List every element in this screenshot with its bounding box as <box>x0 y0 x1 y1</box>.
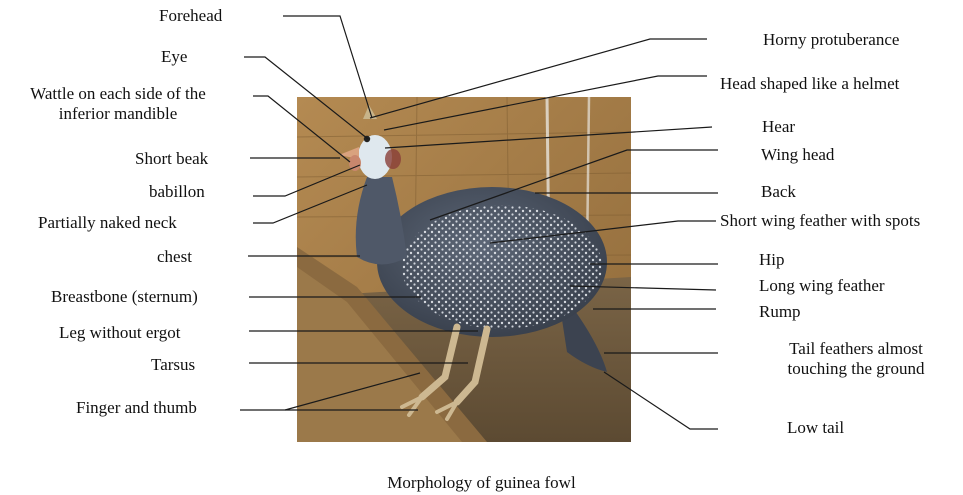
label-wattle: Wattle on each side of the inferior mand… <box>10 84 226 124</box>
leader-finger-a <box>240 373 420 410</box>
label-finger-thumb: Finger and thumb <box>76 398 197 418</box>
label-babillon: babillon <box>149 182 205 202</box>
figure-caption: Morphology of guinea fowl <box>0 473 963 493</box>
label-back: Back <box>761 182 796 202</box>
label-breastbone: Breastbone (sternum) <box>51 287 198 307</box>
leader-low-tail <box>604 372 718 429</box>
leader-forehead <box>283 16 372 118</box>
label-rump: Rump <box>759 302 801 322</box>
label-naked-neck: Partially naked neck <box>38 213 177 233</box>
label-hip: Hip <box>759 250 785 270</box>
label-tail-feathers: Tail feathers almost touching the ground <box>770 339 942 379</box>
leader-helmet <box>384 76 707 130</box>
leader-babillon <box>253 165 360 196</box>
leader-short-wing <box>490 221 716 243</box>
leader-naked-neck <box>253 185 367 223</box>
leader-wing-head <box>430 150 718 220</box>
leader-long-wing <box>570 286 716 290</box>
leader-wattle <box>253 96 350 162</box>
label-eye: Eye <box>161 47 187 67</box>
label-long-wing-feather: Long wing feather <box>759 276 885 296</box>
label-tarsus: Tarsus <box>151 355 195 375</box>
leader-horny <box>370 39 707 118</box>
label-short-beak: Short beak <box>135 149 208 169</box>
label-low-tail: Low tail <box>787 418 844 438</box>
label-wing-head: Wing head <box>761 145 834 165</box>
label-horny-protuberance: Horny protuberance <box>763 30 899 50</box>
label-forehead: Forehead <box>159 6 222 26</box>
label-short-wing-feather: Short wing feather with spots <box>720 211 920 231</box>
label-helmet-head: Head shaped like a helmet <box>720 74 899 94</box>
leader-hear <box>385 127 712 148</box>
label-hear: Hear <box>762 117 795 137</box>
label-leg-without-ergot: Leg without ergot <box>59 323 181 343</box>
label-chest: chest <box>157 247 192 267</box>
